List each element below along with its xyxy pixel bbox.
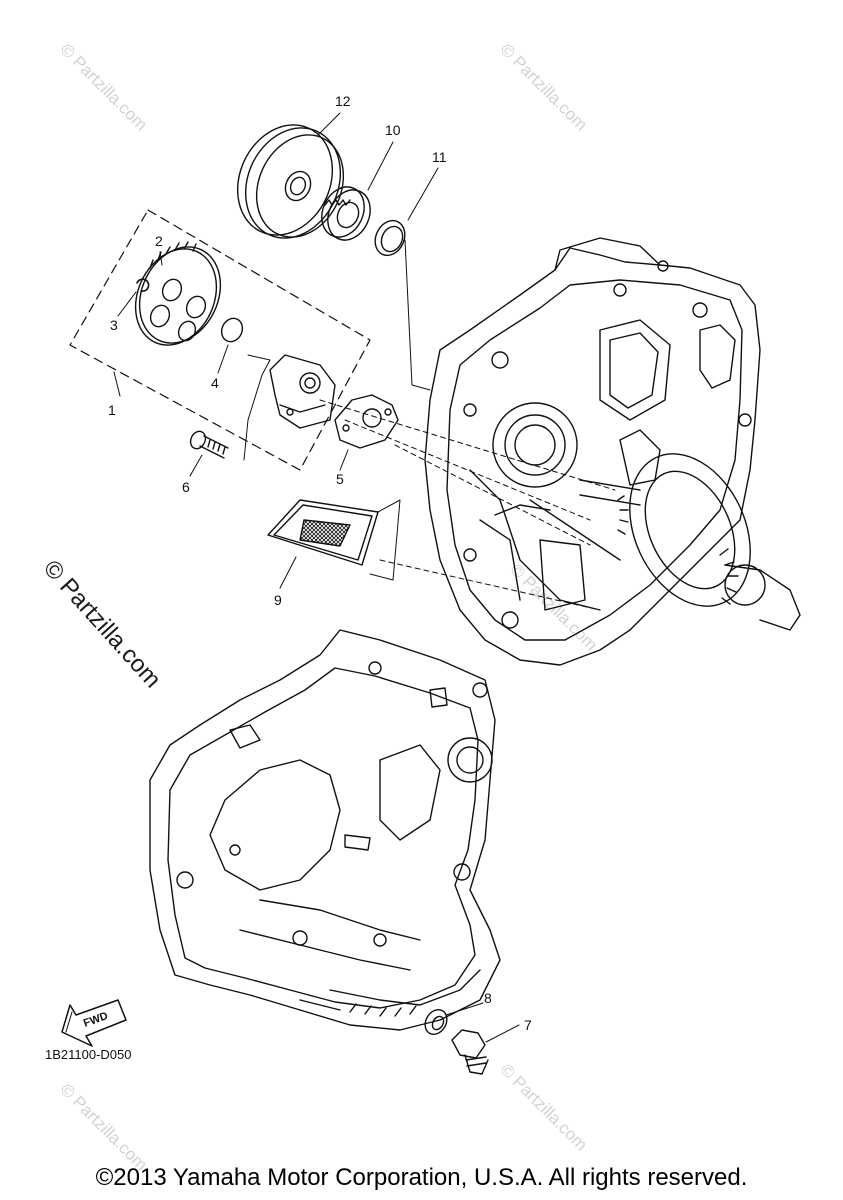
callout-1: 1 [108,402,116,418]
pump-gasket [334,394,399,449]
oil-pump-gear [134,241,222,346]
drain-washer [424,1008,448,1036]
callout-7: 7 [524,1017,532,1033]
callout-6: 6 [182,479,190,495]
right-crankcase [424,237,761,666]
leader-lines [113,112,520,1043]
o-ring [374,219,406,257]
callout-10: 10 [385,122,401,138]
diagram-reference-code: 1B21100-D050 [45,1047,132,1062]
left-crankcase [149,629,501,1031]
callout-numbers: 1 2 3 4 5 6 7 8 9 10 11 12 [108,93,532,1033]
drain-bolt [451,1029,489,1075]
circlip [136,278,150,292]
callout-8: 8 [484,990,492,1006]
callout-9: 9 [274,592,282,608]
washer [220,317,244,343]
fwd-label: FWD [82,1010,110,1030]
callout-2: 2 [155,233,163,249]
screw [189,430,229,459]
fwd-arrow: FWD [61,999,127,1047]
copyright-notice: ©2013 Yamaha Motor Corporation, U.S.A. A… [95,1164,748,1191]
alignment-lines [319,399,616,611]
callout-3: 3 [110,317,118,333]
callout-12: 12 [335,93,351,109]
oil-strainer [267,499,379,566]
oil-pump-body [269,354,336,429]
callout-5: 5 [336,471,344,487]
seal-cover [236,124,345,239]
callout-11: 11 [432,149,447,165]
oil-seal [321,186,371,241]
crankshaft [579,453,801,631]
oil-pump-assembly-outline [69,209,371,471]
callout-4: 4 [211,375,219,391]
